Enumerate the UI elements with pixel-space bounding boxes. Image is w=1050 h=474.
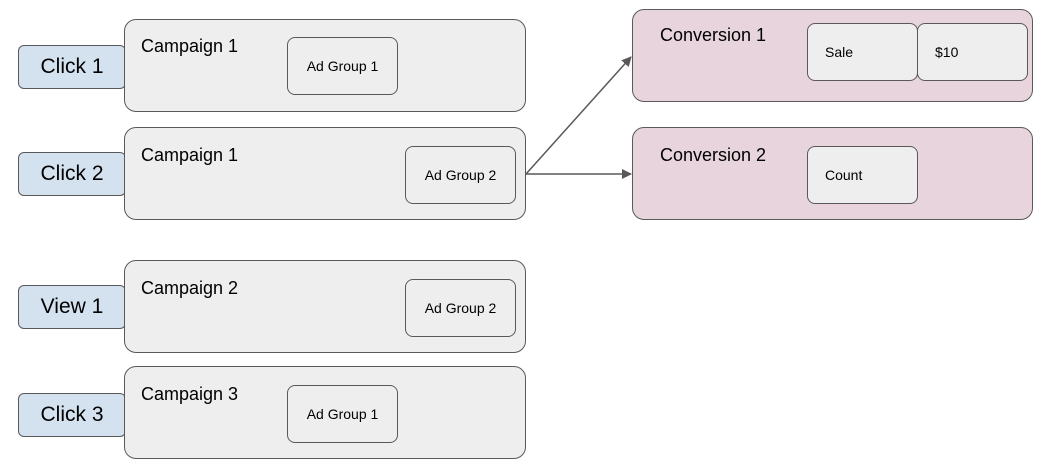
- conversion-field-value: $10: [917, 23, 1028, 81]
- conversion-title: Conversion 2: [660, 145, 767, 165]
- conversion-field-count: Count: [807, 146, 918, 204]
- campaign-title: Campaign 2: [141, 278, 239, 298]
- campaign-card-row-4: Campaign 3 Ad Group 1: [124, 366, 526, 459]
- campaign-title: Campaign 3: [141, 384, 239, 404]
- conversion-card-2: Conversion 2 Count: [632, 127, 1033, 220]
- campaign-title: Campaign 1: [141, 145, 239, 165]
- ad-group-box: Ad Group 2: [405, 146, 516, 204]
- campaign-card-row-3: Campaign 2 Ad Group 2: [124, 260, 526, 353]
- campaign-title: Campaign 1: [141, 36, 239, 56]
- campaign-card-row-1: Campaign 1 Ad Group 1: [124, 19, 526, 112]
- touchpoint-tag-click-2: Click 2: [18, 152, 126, 196]
- touchpoint-tag-click-3: Click 3: [18, 393, 126, 437]
- ad-group-box: Ad Group 1: [287, 37, 398, 95]
- conversion-field-sale: Sale: [807, 23, 918, 81]
- touchpoint-tag-view-1: View 1: [18, 285, 126, 329]
- conversion-card-1: Conversion 1 Sale $10: [632, 9, 1033, 102]
- arrow-to-conversion-1: [525, 56, 632, 175]
- conversion-title: Conversion 1: [660, 25, 767, 45]
- touchpoint-tag-click-1: Click 1: [18, 45, 126, 89]
- ad-group-box: Ad Group 1: [287, 385, 398, 443]
- campaign-card-row-2: Campaign 1 Ad Group 2: [124, 127, 526, 220]
- ad-group-box: Ad Group 2: [405, 279, 516, 337]
